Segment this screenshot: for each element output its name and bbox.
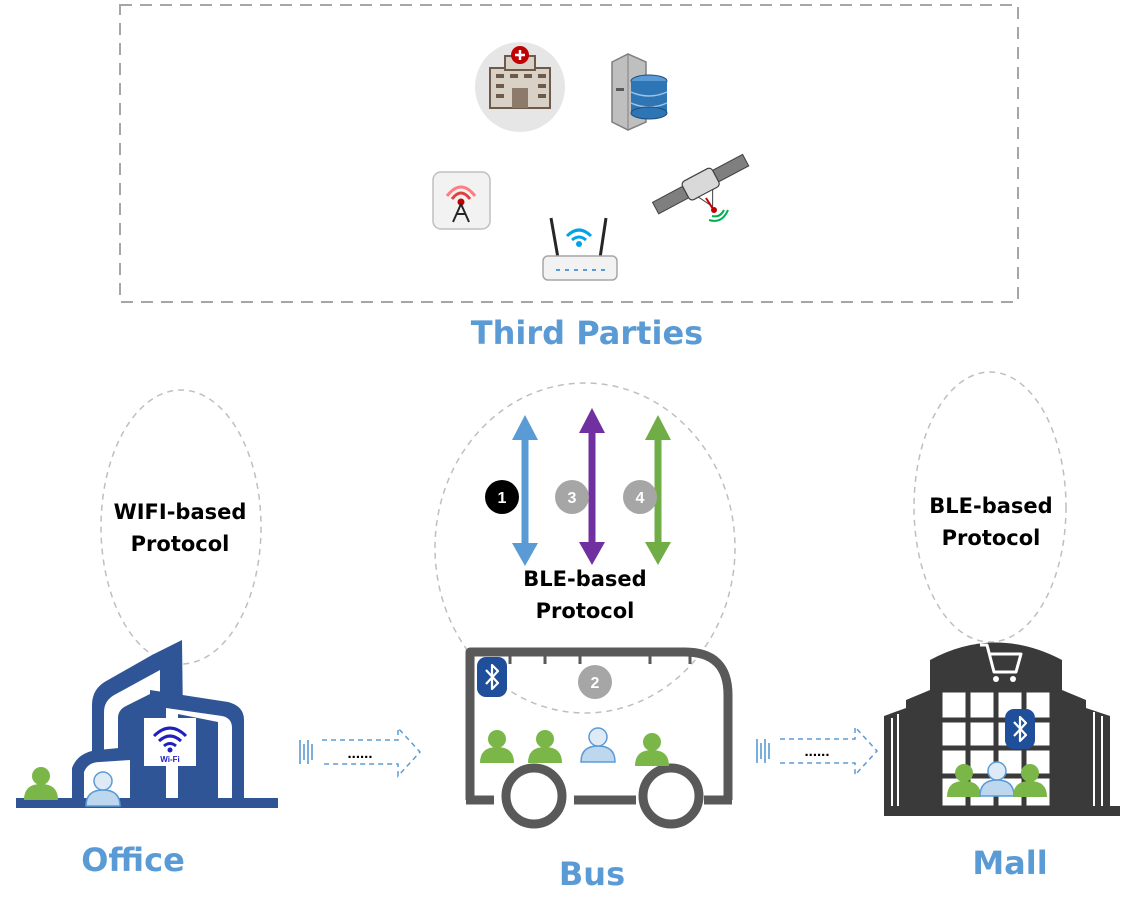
bluetooth-icon (1003, 707, 1037, 751)
arrow-green (645, 415, 671, 565)
person-icon (528, 730, 562, 763)
arrow-blue (512, 415, 538, 566)
mall-protocol-label: BLE-based Protocol (901, 490, 1081, 554)
satellite-icon (651, 153, 750, 222)
third-parties-box (119, 4, 1019, 303)
step-2-number: 2 (591, 675, 600, 692)
bus-icon (465, 647, 733, 829)
office-protocol-line2: Protocol (130, 532, 230, 556)
wifi-sign-text: Wi-Fi (160, 755, 179, 764)
wifi-sign: Wi-Fi (144, 718, 196, 766)
arrow-purple (579, 408, 605, 565)
person-icon (24, 767, 58, 800)
wifi-router-icon (542, 217, 618, 281)
bus-protocol-line1: BLE-based (523, 567, 647, 591)
transition-office-bus: ...... (299, 726, 422, 778)
step-1-circle (485, 480, 519, 514)
transition-dots: ...... (347, 745, 372, 762)
step-4-number: 4 (636, 490, 645, 507)
office-protocol-ellipse (100, 389, 262, 665)
step-1-number: 1 (498, 490, 507, 507)
wifi-icon (152, 726, 188, 748)
transition-bus-mall: ...... (756, 725, 879, 777)
person-icon (580, 727, 616, 763)
bus-protocol-ellipse (434, 382, 736, 714)
database-server-icon (611, 53, 668, 131)
step-3-circle (555, 480, 589, 514)
hospital-icon (475, 42, 565, 132)
step-2-circle (578, 665, 612, 699)
shopping-cart-icon (980, 643, 1023, 682)
transition-dots: ...... (804, 743, 829, 760)
mall-protocol-ellipse (913, 371, 1067, 643)
third-parties-label: Third Parties (470, 314, 704, 352)
radio-tower-icon (432, 171, 491, 230)
office-protocol-label: WIFI-based Protocol (90, 496, 270, 560)
bus-label: Bus (558, 855, 626, 893)
mall-label: Mall (972, 844, 1048, 882)
mall-protocol-line2: Protocol (941, 526, 1041, 550)
bus-protocol-line2: Protocol (535, 599, 635, 623)
signal-icon (299, 739, 313, 765)
step-4-circle (623, 480, 657, 514)
office-label: Office (81, 841, 185, 879)
office-protocol-line1: WIFI-based (113, 500, 247, 524)
step-3-number: 3 (568, 490, 577, 507)
person-icon (635, 733, 669, 766)
mall-protocol-line1: BLE-based (929, 494, 1053, 518)
bus-protocol-label: BLE-based Protocol (495, 563, 675, 627)
bluetooth-icon (475, 655, 509, 699)
signal-icon (756, 738, 770, 764)
person-icon (480, 730, 514, 763)
